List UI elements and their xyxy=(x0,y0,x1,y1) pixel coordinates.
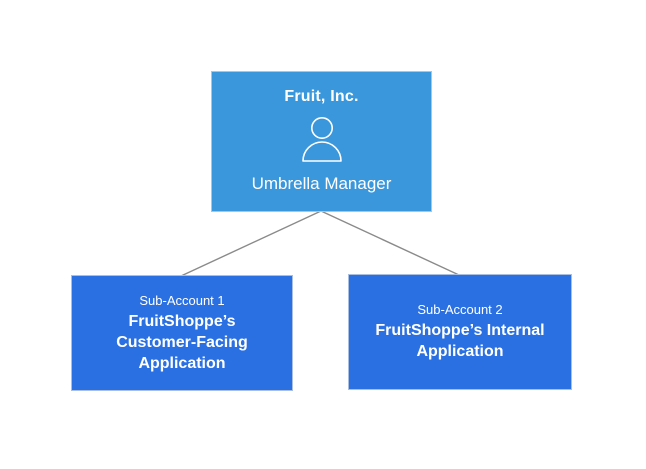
person-icon xyxy=(298,117,346,163)
connector-line-left xyxy=(180,210,322,277)
root-node-subtitle: Umbrella Manager xyxy=(251,174,392,193)
root-node-title: Fruit, Inc. xyxy=(284,88,359,105)
sub-account-1-label: Sub-Account 1 xyxy=(139,292,225,308)
connector-line-right xyxy=(320,210,460,276)
node-umbrella-manager: Fruit, Inc. Umbrella Manager xyxy=(211,71,432,212)
sub-account-2-label: Sub-Account 2 xyxy=(417,302,503,317)
